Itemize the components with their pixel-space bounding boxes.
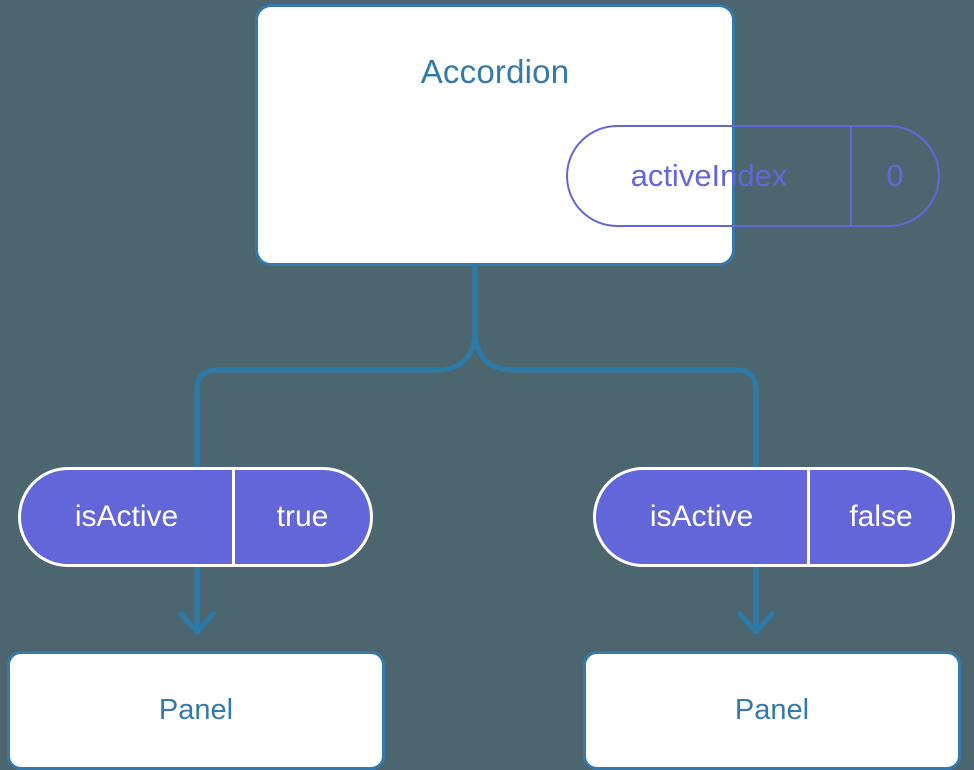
prop-badge-isactive-false[interactable]: isActive false <box>593 467 955 567</box>
prop-key: isActive <box>74 500 179 533</box>
prop-value: false <box>807 470 952 564</box>
node-panel-title: Panel <box>158 694 234 726</box>
node-accordion-title: Accordion <box>420 53 570 90</box>
prop-key: isActive <box>649 500 754 533</box>
prop-key: activeIndex <box>630 158 788 193</box>
prop-value: 0 <box>850 127 938 225</box>
node-panel-title: Panel <box>734 694 810 726</box>
prop-badge-isactive-true[interactable]: isActive true <box>18 467 373 567</box>
node-panel-right[interactable]: Panel <box>583 651 961 770</box>
prop-value: true <box>232 470 370 564</box>
prop-badge-activeindex[interactable]: activeIndex 0 <box>566 125 940 227</box>
node-panel-left[interactable]: Panel <box>7 651 385 770</box>
node-accordion[interactable]: Accordion activeIndex 0 <box>255 4 940 266</box>
arrow-down-icon <box>737 611 775 635</box>
arrow-down-icon <box>178 611 216 635</box>
